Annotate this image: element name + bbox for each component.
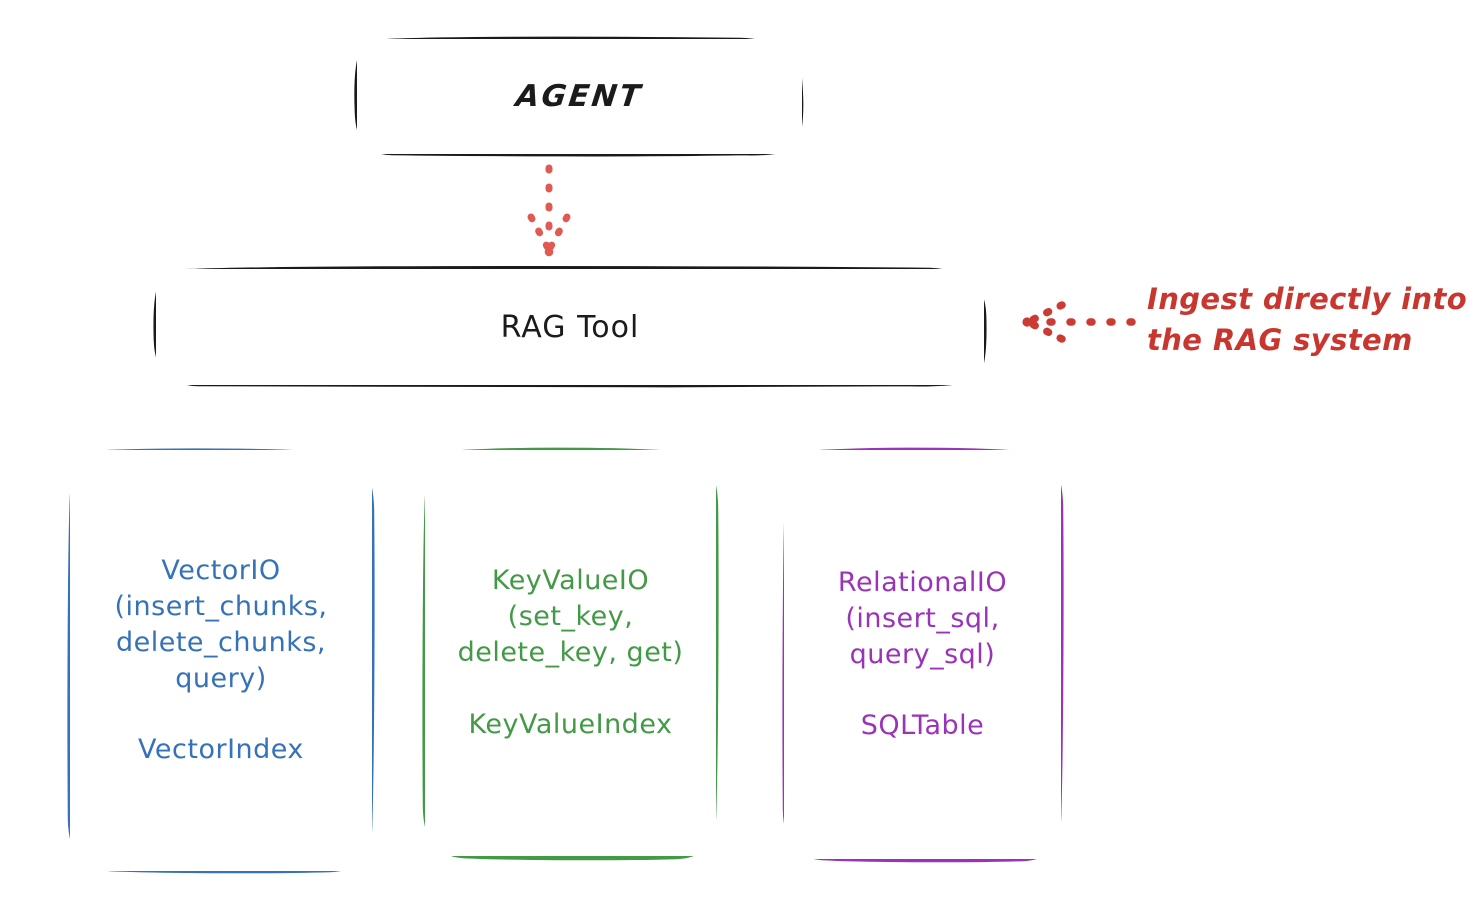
rag-tool-node-label: RAG Tool [500,309,640,345]
relational-io-node-label: RelationalIO (insert_sql, query_sql) SQL… [837,566,1008,742]
agent-node[interactable]: AGENT [357,39,802,154]
vector-io-node-label: VectorIO (insert_chunks, delete_chunks, … [114,554,328,766]
relational-io-node[interactable]: RelationalIO (insert_sql, query_sql) SQL… [784,450,1061,859]
agent-to-rag-arrow [527,164,571,257]
ingest-arrow [1022,301,1136,343]
rag-tool-node[interactable]: RAG Tool [156,269,984,385]
agent-node-label: AGENT [514,79,645,114]
key-value-io-node[interactable]: KeyValueIO (set_key, delete_key, get) Ke… [425,450,716,856]
key-value-io-node-label: KeyValueIO (set_key, delete_key, get) Ke… [457,565,684,740]
vector-io-node[interactable]: VectorIO (insert_chunks, delete_chunks, … [70,450,372,871]
ingest-annotation-label: Ingest directly into the RAG system [1147,282,1468,358]
